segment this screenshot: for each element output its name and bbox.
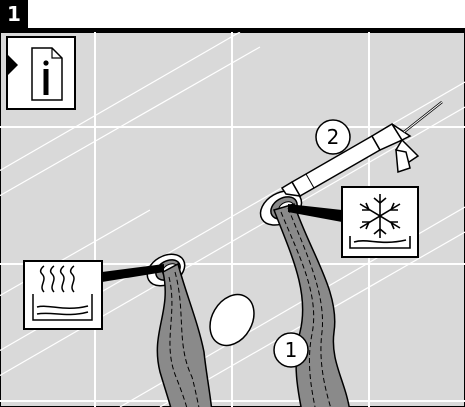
snowflake-icon bbox=[349, 194, 411, 249]
callout-2: 2 bbox=[315, 119, 351, 155]
callout-1-label: 1 bbox=[285, 338, 298, 362]
callout-1: 1 bbox=[273, 332, 309, 368]
left-hose bbox=[156, 262, 213, 407]
installation-illustration: 2 1 bbox=[0, 32, 465, 407]
heat-icon-callout bbox=[23, 260, 164, 330]
heat-waves-icon bbox=[32, 265, 93, 321]
info-document-icon bbox=[6, 36, 76, 110]
header-rule bbox=[0, 28, 465, 32]
right-hose bbox=[273, 203, 350, 407]
callout-2-label: 2 bbox=[327, 125, 340, 149]
cold-icon-callout bbox=[288, 186, 419, 258]
sealant-gun bbox=[280, 101, 443, 198]
step-number-badge: 1 bbox=[0, 0, 28, 28]
step-number: 1 bbox=[7, 2, 21, 26]
white-oval-object bbox=[209, 293, 255, 347]
